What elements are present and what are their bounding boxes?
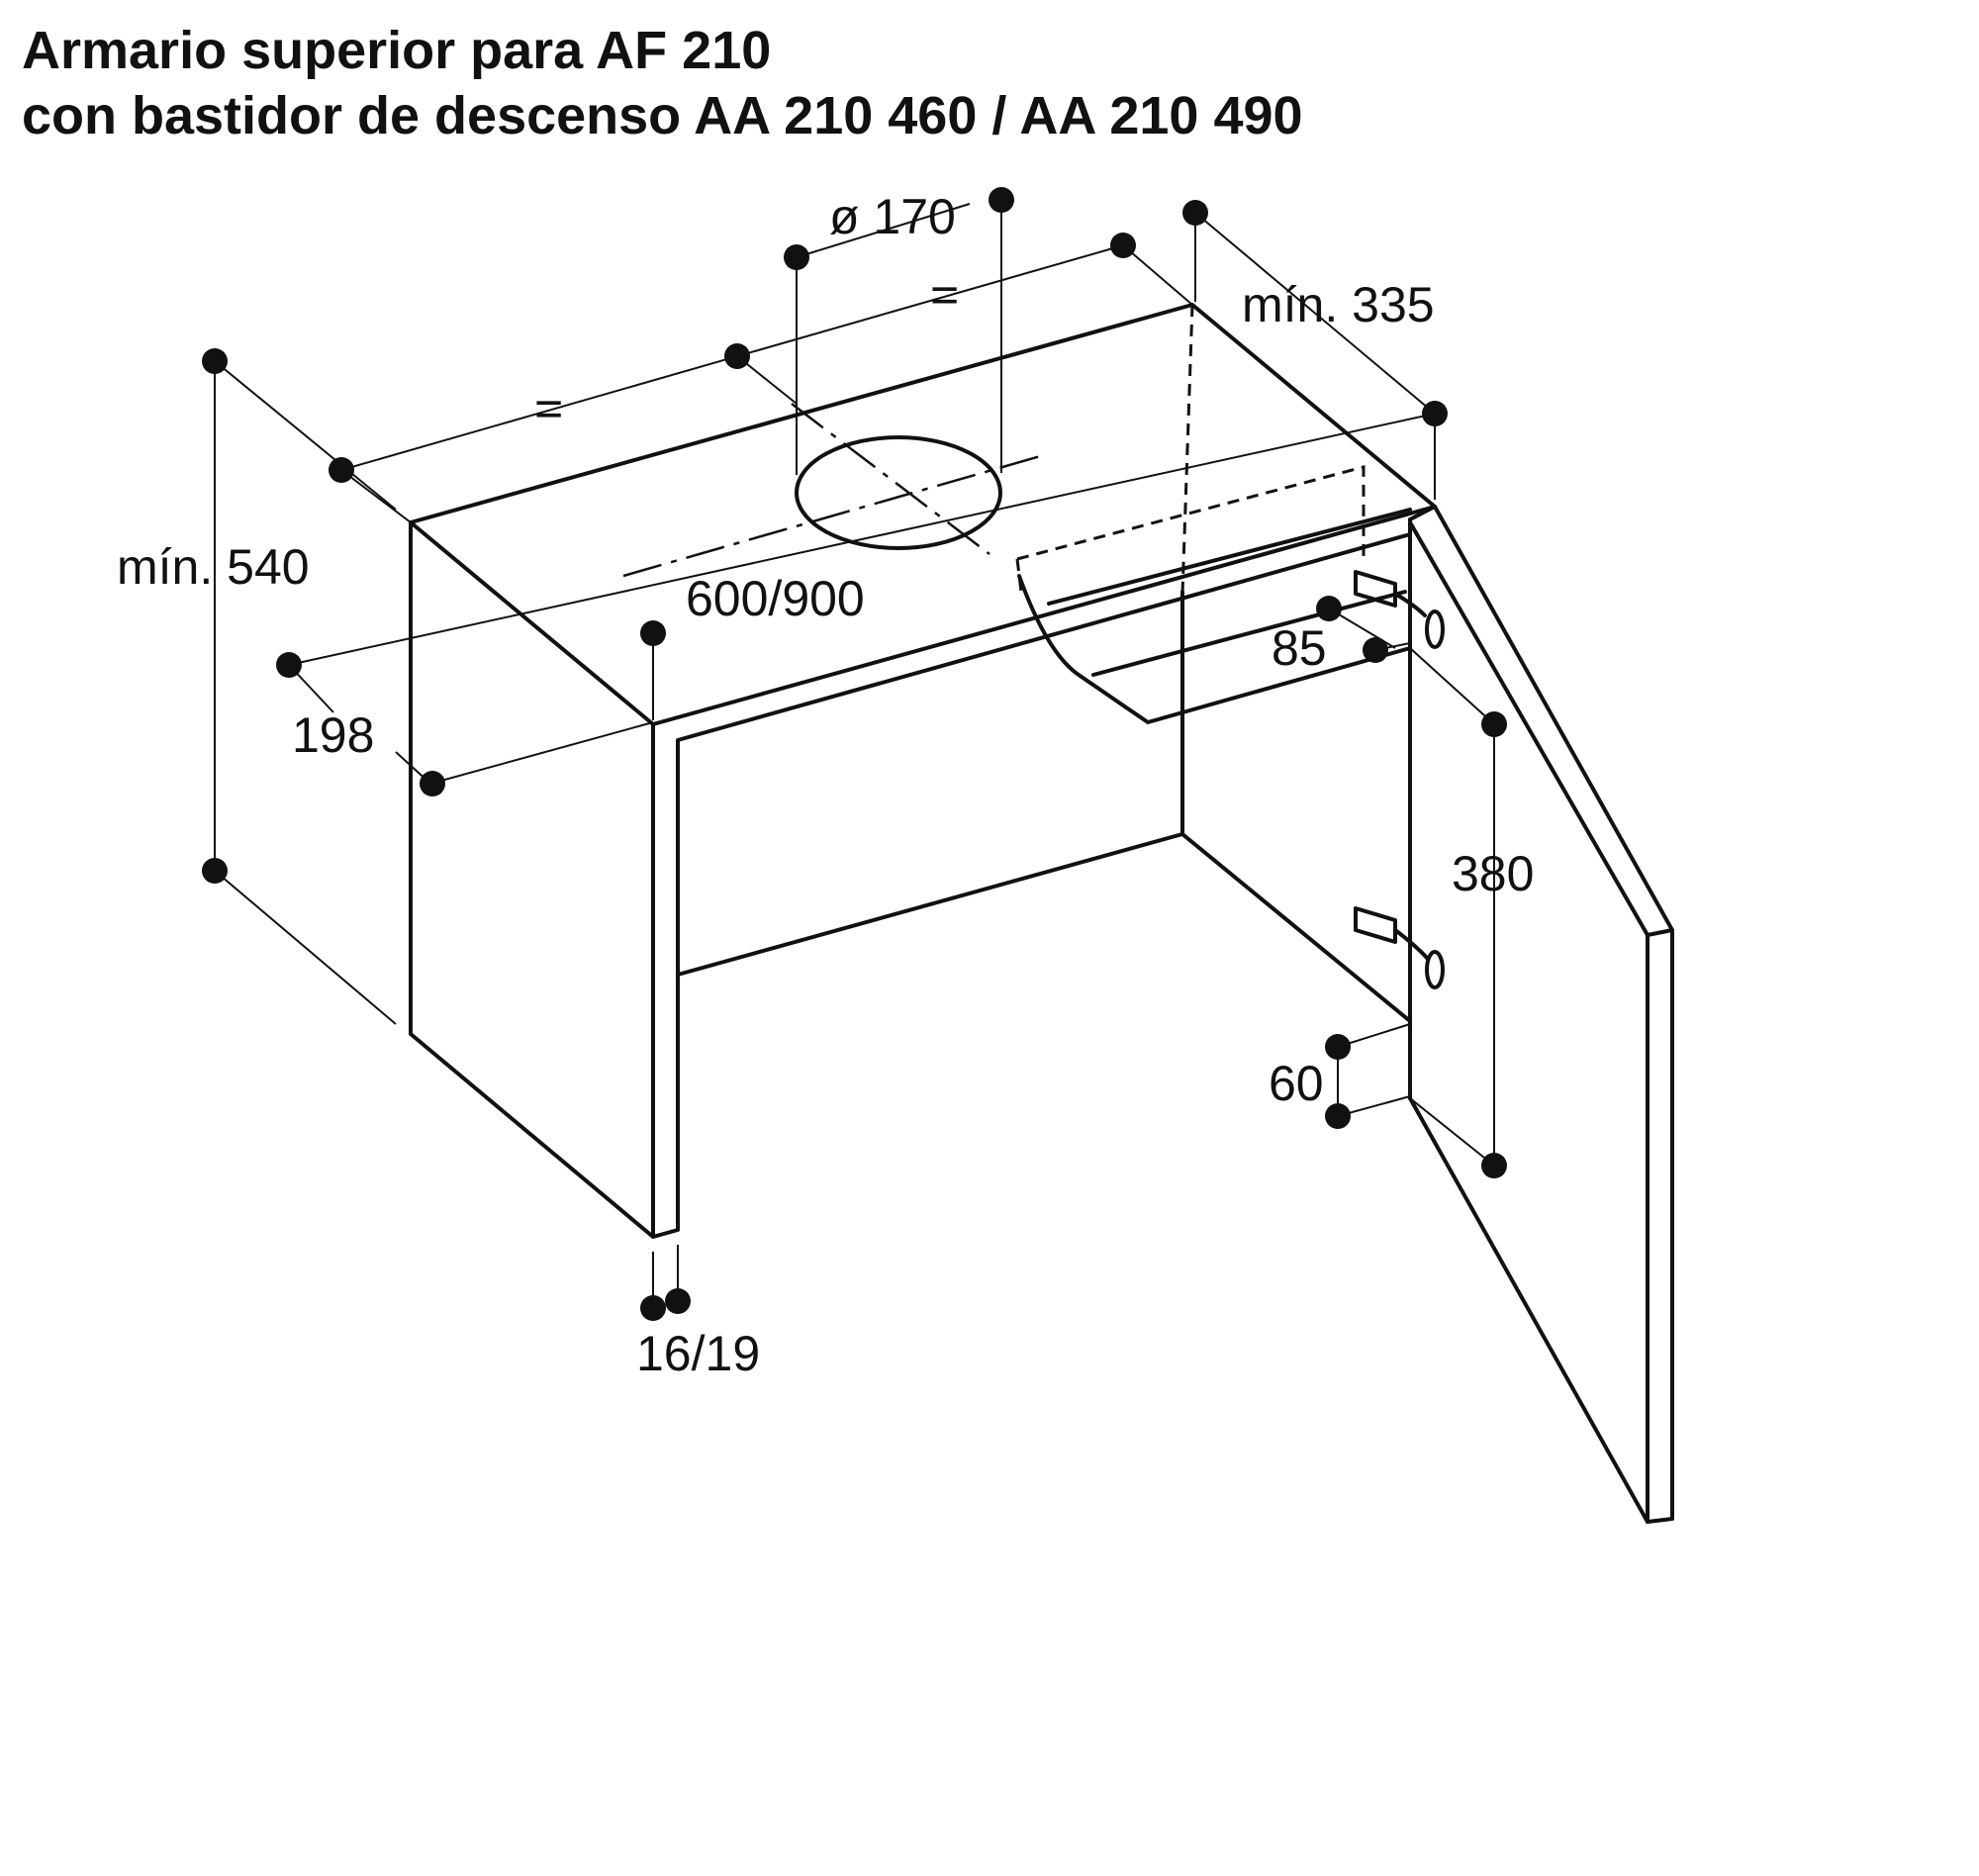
dim-thickness: 16/19 xyxy=(636,1326,760,1381)
dim-hinge-60: 60 xyxy=(1269,1056,1324,1111)
dim-min-height: mín. 540 xyxy=(117,539,310,595)
hidden-lines xyxy=(1015,304,1366,595)
dimension-dots xyxy=(202,187,1507,1321)
lowering-frame xyxy=(1017,508,1412,724)
dimension-dot xyxy=(640,620,666,646)
title-block: Armario superior para AF 210 con bastido… xyxy=(22,18,1303,148)
duct-opening xyxy=(795,435,1002,550)
dimension-dot xyxy=(1481,1153,1507,1178)
dimension-dot xyxy=(640,1295,666,1321)
dimension-dot xyxy=(276,652,302,678)
hinge-upper-icon xyxy=(1354,570,1445,649)
dimension-dot xyxy=(784,244,809,270)
dimension-dot xyxy=(202,858,228,884)
hinge-lower-icon xyxy=(1354,906,1445,989)
dimension-dot xyxy=(989,187,1014,213)
diagram-title-line-1: Armario superior para AF 210 xyxy=(22,21,772,80)
dim-hinge-380: 380 xyxy=(1452,846,1534,901)
dimension-dot xyxy=(1110,233,1136,258)
cabinet-left-side xyxy=(409,520,655,1239)
dimension-labels: ø 170 = = mín. 335 mín. 540 600/900 198 … xyxy=(117,189,1534,1381)
dim-width: 600/900 xyxy=(686,571,865,626)
dimension-dot xyxy=(1325,1034,1351,1060)
dimension-dot xyxy=(1422,401,1448,426)
center-lines xyxy=(622,403,1045,578)
dimension-dot xyxy=(665,1288,691,1314)
dim-equal-right: = xyxy=(930,267,959,323)
cabinet-door xyxy=(1408,505,1674,1524)
dimension-dot xyxy=(420,771,445,797)
dim-min-depth: mín. 335 xyxy=(1242,277,1435,332)
dimension-dot xyxy=(202,348,228,374)
dimension-dot xyxy=(1363,637,1388,663)
dimension-dot xyxy=(1182,200,1208,226)
dim-diameter: ø 170 xyxy=(829,189,956,244)
dimension-lines xyxy=(214,198,1495,1308)
dimension-dot xyxy=(1316,596,1342,621)
cabinet-back-bottom xyxy=(676,832,1412,1023)
dimension-dot xyxy=(1481,711,1507,737)
dimension-dot xyxy=(1325,1103,1351,1129)
dim-equal-left: = xyxy=(534,381,563,436)
dimension-dot xyxy=(724,343,750,369)
dimension-dot xyxy=(329,457,354,483)
dim-offset-85: 85 xyxy=(1272,620,1327,676)
dim-offset-198: 198 xyxy=(292,707,374,763)
diagram-title-line-2: con bastidor de descenso AA 210 460 / AA… xyxy=(22,86,1303,145)
cabinet-door-edge xyxy=(1408,520,1674,1524)
